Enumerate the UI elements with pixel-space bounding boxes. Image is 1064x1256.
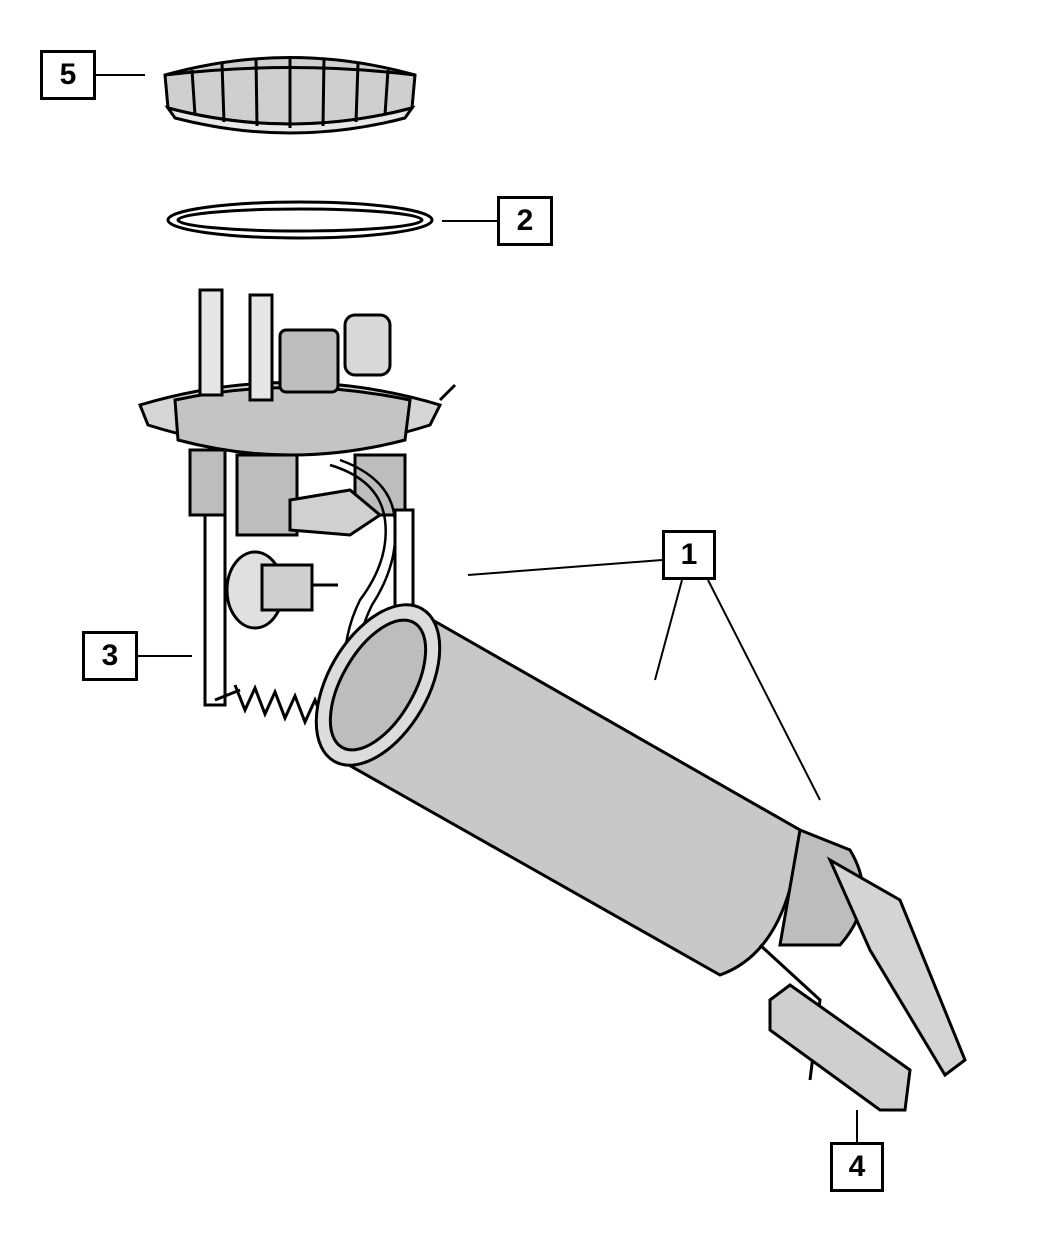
callout-5: 5 (40, 50, 96, 100)
lock-ring (163, 56, 417, 135)
outlet-spring (214, 684, 327, 727)
pump-flange (137, 288, 457, 457)
callout-4: 4 (830, 1142, 884, 1192)
pressure-regulator (225, 550, 338, 630)
callout-label: 3 (101, 639, 119, 672)
fuel-pump-cylinder (314, 603, 802, 977)
leader-1a (467, 559, 663, 576)
callout-label: 5 (59, 58, 77, 91)
fuel-level-sender (758, 827, 967, 1112)
callout-1: 1 (662, 530, 716, 580)
leader-1b (654, 579, 683, 681)
callout-label: 1 (680, 538, 698, 571)
callout-2: 2 (497, 196, 553, 246)
o-ring-seal (166, 200, 434, 240)
callout-label: 4 (848, 1150, 866, 1183)
callout-label: 2 (516, 204, 534, 237)
leader-lines (96, 74, 858, 1142)
callout-3: 3 (82, 631, 138, 681)
leader-1c (707, 579, 821, 801)
